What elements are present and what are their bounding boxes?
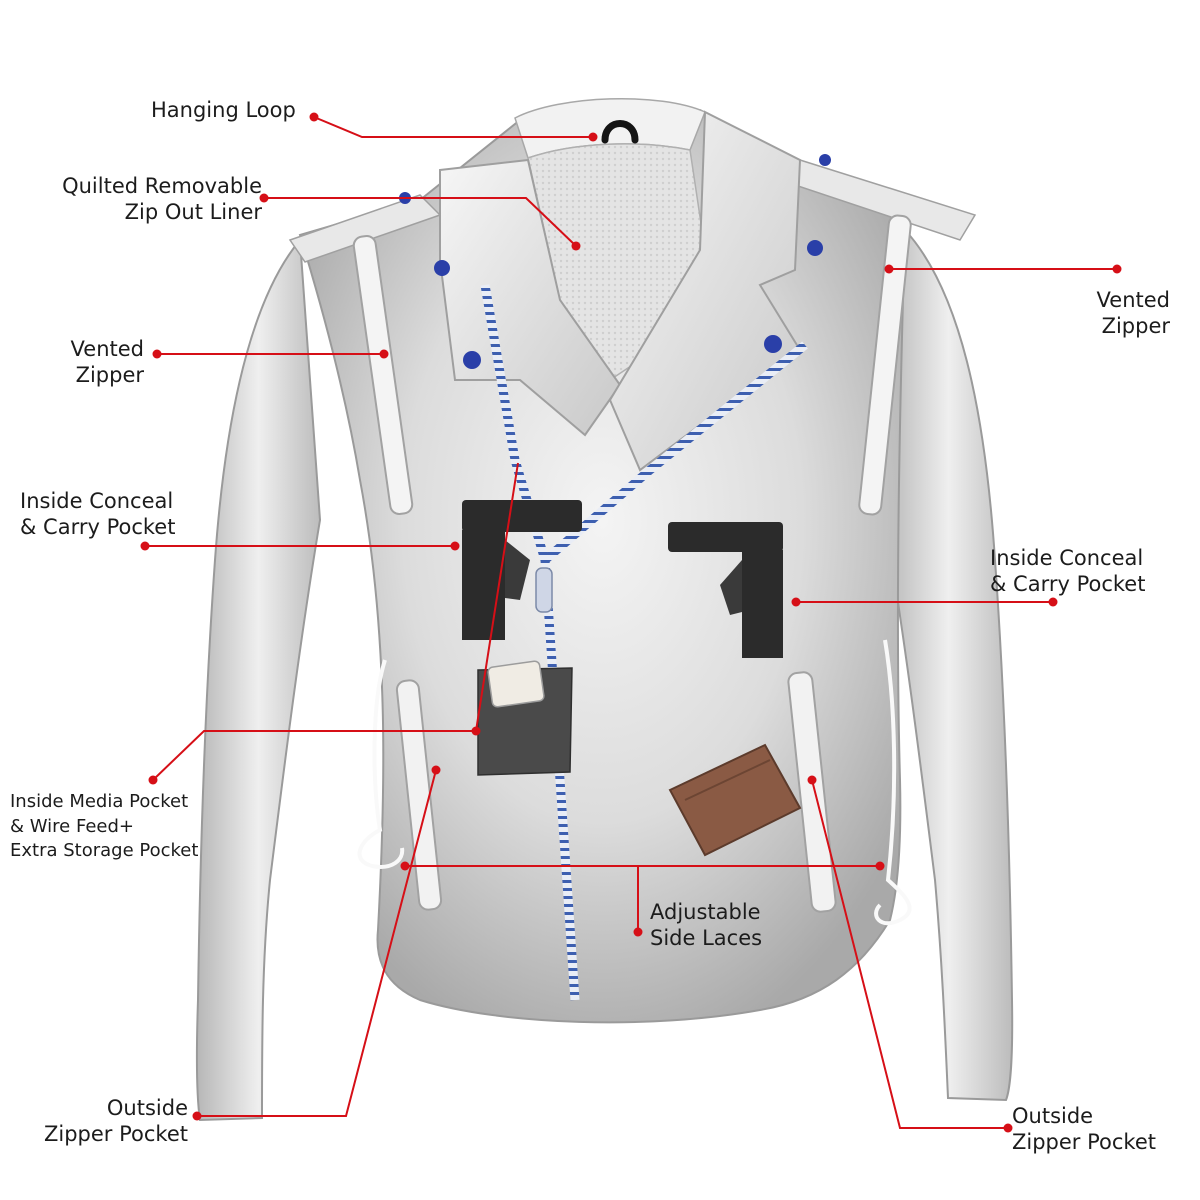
label-conceal-pocket-right: Inside Conceal & Carry Pocket [990,545,1145,597]
callout-dot [379,349,389,359]
label-line: Outside [106,1096,188,1120]
label-outside-pocket-left: Outside Zipper Pocket [20,1095,188,1147]
callout-dot [450,541,460,551]
callout-dot [471,726,481,736]
callout-dot [1112,264,1122,274]
callout-dot [807,775,817,785]
epaulet-stud-right [819,154,831,166]
label-line: Zip Out Liner [124,200,262,224]
callout-dot [588,132,598,142]
callout-dot [571,241,581,251]
label-line: Inside Conceal [990,546,1144,570]
callout-dot [791,597,801,607]
label-media-pocket: Inside Media Pocket & Wire Feed+ Extra S… [10,790,198,864]
leader-outside-right [811,779,1008,1129]
lapel-stud [764,335,782,353]
lapel-stud [463,351,481,369]
callout-dot [1048,597,1058,607]
callout-dot [148,775,158,785]
phone [487,660,545,708]
label-vented-zipper-left: Vented Zipper [40,336,144,388]
hanging-loop [601,120,639,144]
left-sleeve [195,237,322,1122]
label-line: Vented [70,337,144,361]
label-line: Adjustable [650,900,761,924]
side-laces-right [874,639,912,926]
outside-pocket-right-slot [787,671,837,913]
leader-hanging-loop [313,116,593,138]
callout-dot [140,541,150,551]
pistol-right [668,522,783,658]
callout-dot [875,861,885,871]
label-line: & Carry Pocket [990,572,1146,596]
left-lapel [439,158,622,437]
callout-dot [633,927,643,937]
callout-dot [259,193,269,203]
right-sleeve [883,227,1014,1102]
jacket-illustration [195,97,1014,1122]
callout-dot [192,1111,202,1121]
leader-outside-left [197,769,437,1117]
label-outside-pocket-right: Outside Zipper Pocket [1012,1103,1156,1155]
label-line: Zipper [1101,314,1170,338]
callout-dots [140,112,1122,1133]
label-line: Zipper [75,363,144,387]
leader-media-pocket [152,462,519,781]
callout-dot [400,861,410,871]
vented-zipper-right-slot [858,214,912,516]
label-zip-out-liner: Quilted Removable Zip Out Liner [40,173,262,225]
callout-dot [152,349,162,359]
callout-lines [145,116,1117,1129]
label-vented-zipper-right: Vented Zipper [1060,287,1170,339]
vented-zipper-left-slot [352,234,414,516]
side-laces-left [357,659,405,869]
label-line: Zipper Pocket [1012,1130,1156,1154]
leader-zip-out-liner [264,197,577,247]
callout-dot [309,112,319,122]
label-conceal-pocket-left: Inside Conceal & Carry Pocket [20,488,175,540]
label-line: Side Laces [650,926,763,950]
callout-dot [431,765,441,775]
label-line: Quilted Removable [62,174,262,198]
wallet [668,743,802,857]
label-line: Vented [1096,288,1170,312]
label-side-laces: Adjustable Side Laces [650,899,762,951]
label-line: Inside Media Pocket [10,791,189,812]
label-line: Hanging Loop [151,98,296,122]
label-line: Extra Storage Pocket [10,840,199,861]
label-line: & Carry Pocket [20,515,176,539]
lapel-stud [807,240,823,256]
media-pouch [477,660,573,776]
callout-dot [1003,1123,1013,1133]
callout-dot [884,264,894,274]
label-line: Inside Conceal [20,489,174,513]
zipper-pull [535,567,553,613]
label-line: & Wire Feed+ [10,815,134,837]
label-line: Zipper Pocket [44,1122,188,1146]
label-line: Outside [1012,1104,1094,1128]
label-hanging-loop: Hanging Loop [151,97,296,123]
lapel-stud [434,260,450,276]
